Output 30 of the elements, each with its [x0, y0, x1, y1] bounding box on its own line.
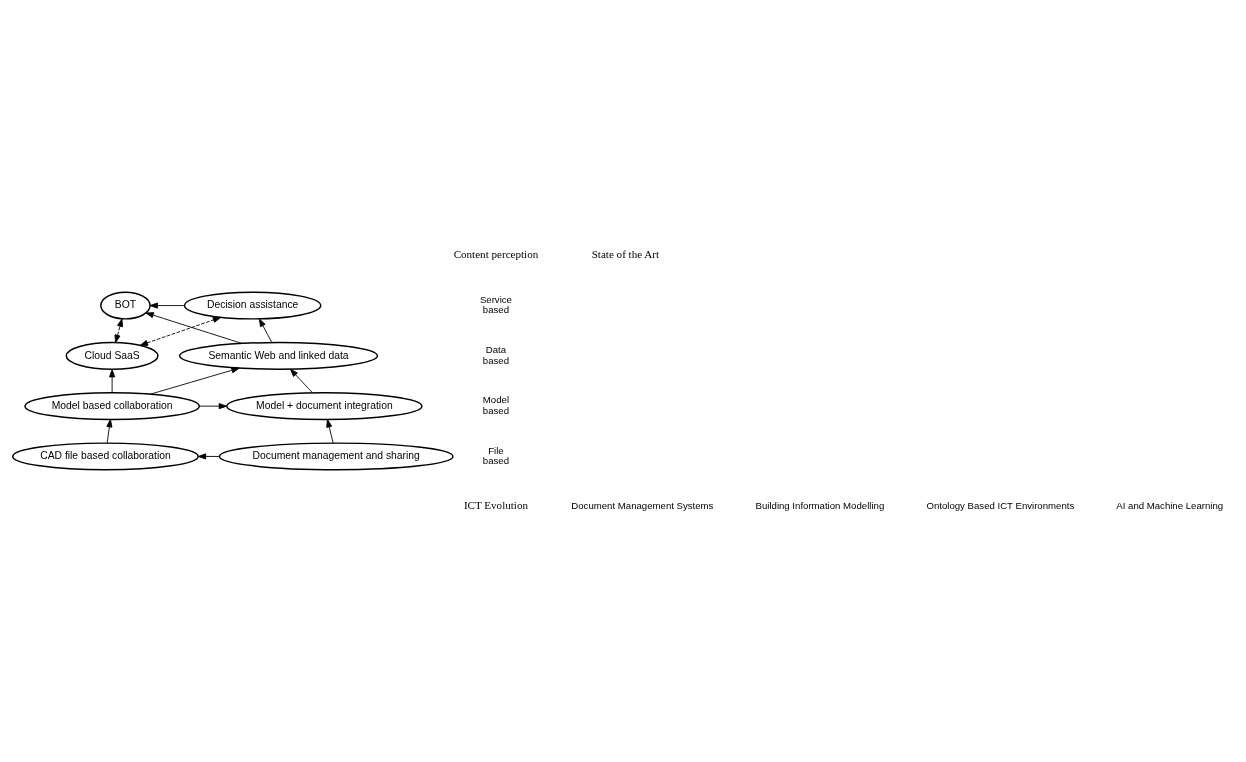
label: AI and Machine Learning [1116, 500, 1224, 512]
label: Model based [482, 394, 510, 416]
node-ellipse: Document management and sharing [218, 442, 454, 471]
arrow [149, 302, 185, 309]
node-ellipse: CAD file based collaboration [12, 442, 199, 471]
label: Content perception [453, 247, 539, 260]
node-ellipse: Model based collaboration [24, 392, 200, 421]
label: ICT Evolution [463, 499, 529, 512]
arrow [197, 453, 220, 460]
arrow [198, 403, 227, 410]
arrow [106, 419, 113, 444]
label: Service based [479, 293, 512, 316]
arrow [139, 316, 222, 346]
arrow [290, 368, 313, 394]
node-ellipse: Semantic Web and linked data [178, 341, 379, 370]
node-ellipse: Decision assistance [183, 291, 322, 320]
label: Building Information Modelling [755, 500, 885, 512]
arrow [150, 367, 240, 395]
arrow [109, 369, 116, 394]
arrow [326, 419, 334, 444]
arrow [258, 318, 273, 343]
label: Data based [482, 344, 510, 366]
arrow [145, 312, 243, 344]
arrow [114, 318, 123, 343]
label: Document Management Systems [571, 500, 714, 512]
label: Ontology Based ICT Environments [926, 500, 1075, 512]
node-ellipse: Model + document integration [226, 392, 423, 421]
label: State of the Art [591, 247, 660, 260]
label: File based [482, 444, 510, 467]
node-ellipse: BOT [100, 291, 151, 320]
